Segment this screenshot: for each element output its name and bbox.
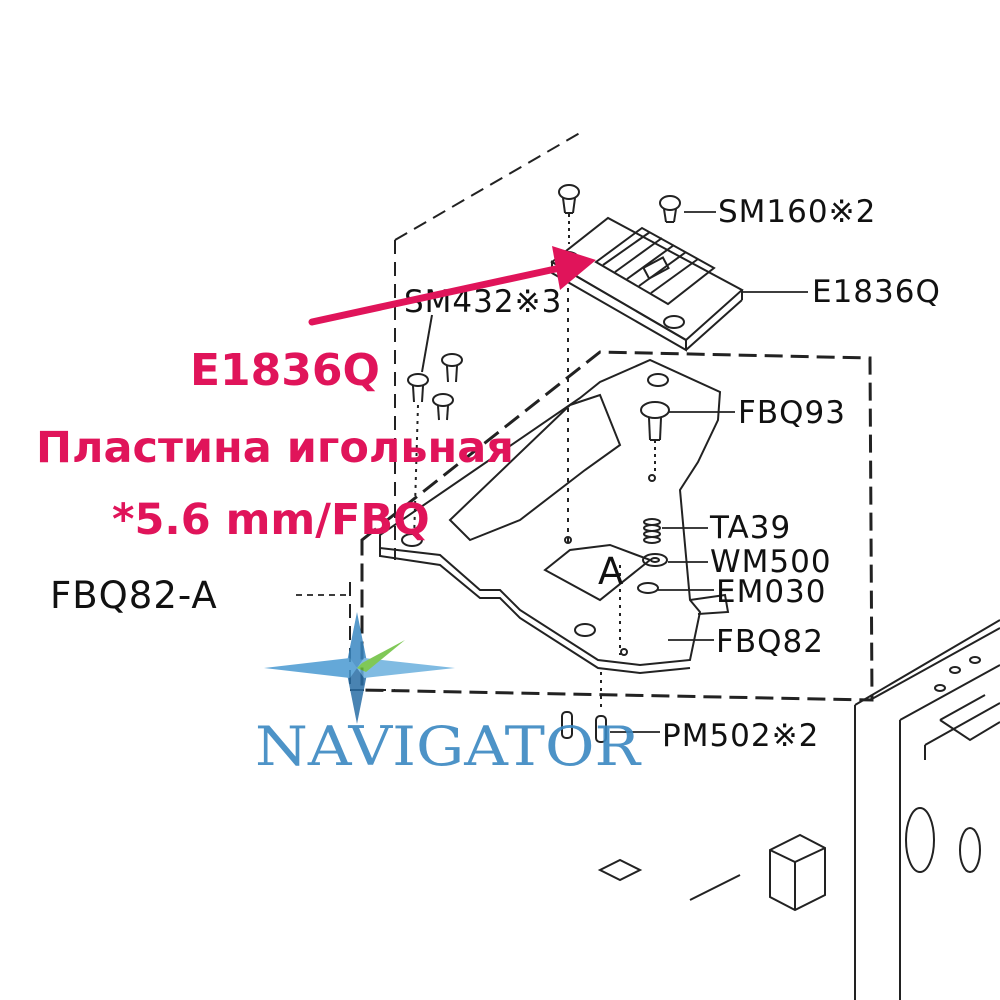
part-label-pm502: PM502※2: [662, 718, 819, 754]
part-label-sm432: SM432※3: [404, 284, 562, 320]
pin-drawing-pm502: [561, 672, 607, 743]
leader-lines: [296, 211, 808, 733]
part-label-fbq82: FBQ82: [716, 624, 824, 660]
annotation-part-name: Пластина игольная: [36, 423, 514, 473]
pin-drawing-fbq93: [640, 401, 670, 475]
machine-outline: [349, 129, 586, 691]
navigator-watermark: NAVIGATOR: [255, 715, 641, 778]
washer-drawing-wm500: [642, 553, 668, 567]
part-label-em030: EM030: [716, 574, 827, 610]
machine-bed-drawing: [597, 619, 1000, 1000]
screw-drawing-sm432: [407, 314, 463, 541]
part-label-fbq82-a: FBQ82-A: [50, 574, 218, 617]
compass-star-logo: [264, 612, 455, 724]
part-label-sm160: SM160※2: [718, 194, 876, 230]
base-plate-drawing: [379, 358, 730, 675]
part-label-fbq93: FBQ93: [738, 395, 846, 431]
annotation-part-code: E1836Q: [190, 345, 380, 396]
annotation-arrow: [308, 246, 596, 326]
spring-drawing-ta39: [643, 518, 661, 544]
part-label-wm500: WM500: [710, 544, 832, 580]
screw-drawing-sm160: [558, 184, 681, 545]
part-label-e1836q: E1836Q: [812, 274, 941, 310]
annotation-spec: *5.6 mm/FBQ: [112, 495, 430, 545]
needle-plate-drawing: [550, 216, 744, 352]
assembly-box: [360, 350, 874, 702]
part-label-ta39: TA39: [709, 510, 791, 546]
e-ring-drawing-em030: [619, 565, 659, 655]
reference-mark-a: A: [598, 550, 624, 593]
